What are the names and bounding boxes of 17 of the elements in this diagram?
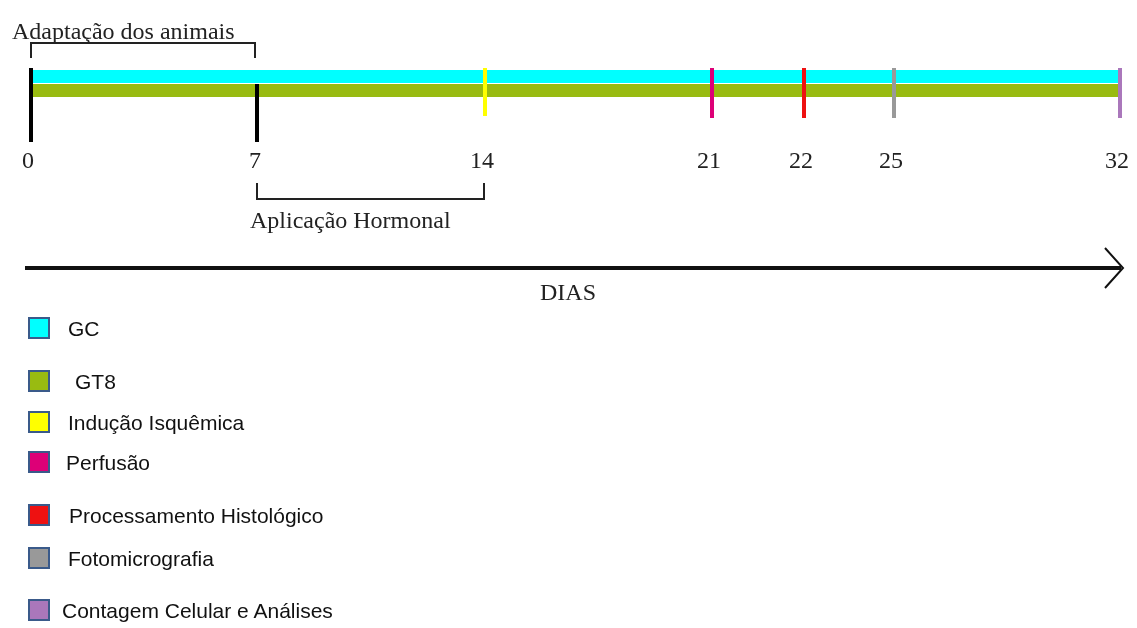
legend-label: Indução Isquêmica — [68, 412, 245, 433]
timeline-label: Adaptação dos animais — [12, 19, 235, 43]
legend-label: Fotomicrografia — [68, 548, 214, 569]
legend-label: GT8 — [75, 371, 116, 392]
axis-label: DIAS — [540, 280, 596, 304]
day-number: 7 — [249, 148, 261, 172]
day-number: 25 — [879, 148, 903, 172]
day-number: 14 — [470, 148, 494, 172]
legend-label: Contagem Celular e Análises — [62, 600, 333, 621]
legend-label: GC — [68, 318, 100, 339]
timeline-label: Aplicação Hormonal — [250, 208, 451, 232]
day-number: 21 — [697, 148, 721, 172]
legend-label: Processamento Histológico — [69, 505, 324, 526]
legend-label: Perfusão — [66, 452, 151, 473]
day-number: 22 — [789, 148, 813, 172]
day-number: 32 — [1105, 148, 1129, 172]
day-number: 0 — [22, 148, 34, 172]
